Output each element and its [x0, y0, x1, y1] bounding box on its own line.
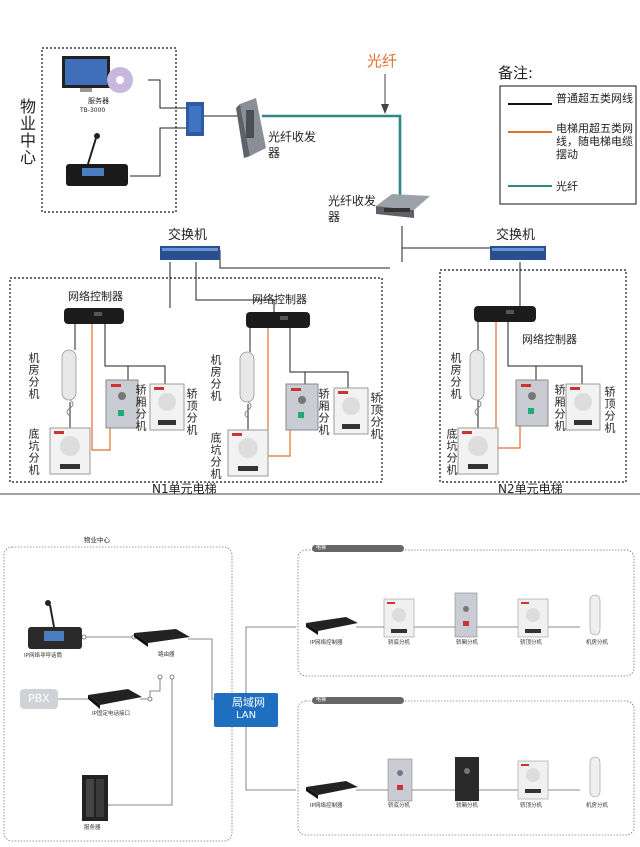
bottom-diagram — [3, 545, 635, 842]
n1b-cabin-ext-label: 轿厢分机 — [317, 388, 330, 436]
router-label: 路由器 — [158, 652, 175, 658]
switch-right-label: 交换机 — [496, 228, 536, 243]
transceiver-2-label: 光纤收发器 — [328, 194, 377, 224]
elevator-tag-2-bg — [312, 697, 404, 704]
controller-1-label: 网络控制器 — [68, 290, 123, 303]
center-switch-icon — [186, 102, 204, 136]
row1-ext-3: 轿顶分机 — [520, 640, 543, 646]
n2-pit-ext-label: 底坑分机 — [445, 428, 458, 476]
legend-title: 备注: — [498, 64, 534, 82]
row2-ext-4: 机房分机 — [586, 803, 609, 809]
server-icon — [62, 56, 133, 93]
controller-2-label: 网络控制器 — [252, 293, 307, 306]
n1a-roof-ext-label: 轿顶分机 — [185, 388, 198, 436]
cabin-panel-unit-icon — [387, 592, 479, 802]
speaker-unit-icon — [383, 598, 549, 800]
cabin-panel-icon — [105, 379, 549, 431]
ip-controller-1-icon — [306, 617, 358, 635]
n2-roof-ext-label: 轿顶分机 — [603, 386, 616, 434]
row1-ext-1: 轿底分机 — [388, 640, 411, 646]
top-diagram — [0, 47, 640, 495]
ip-controller-2-icon — [306, 781, 358, 799]
ip-paging-mic-icon — [28, 600, 82, 649]
elevator-box-2 — [297, 700, 635, 836]
n1b-roof-ext-label: 轿顶分机 — [369, 392, 382, 440]
lan-box — [214, 693, 278, 727]
transceiver-1-icon — [236, 98, 266, 158]
row2-ext-2: 轿厢分机 — [456, 803, 479, 809]
row2-ext-1: 轿底分机 — [388, 803, 411, 809]
controller-3-label: 网络控制器 — [522, 333, 577, 346]
n1b-machine-room-ext-label: 机房分机 — [209, 354, 222, 402]
legend-item-3: 光纤 — [556, 180, 578, 193]
server-label: 服务器 — [88, 97, 109, 105]
n1b-pit-ext-label: 底坑分机 — [209, 432, 222, 480]
ip-paging-label: IP网络寻呼话筒 — [24, 653, 62, 659]
handset-icon — [61, 349, 485, 403]
ip-ctrl-1-label: IP网络控制器 — [310, 640, 343, 646]
property-center-box — [41, 47, 177, 213]
controller-2-icon — [246, 312, 310, 328]
n2-label: N2单元电梯 — [498, 482, 563, 496]
server-bottom-label: 服务器 — [84, 825, 101, 831]
row1-ext-4: 机房分机 — [586, 640, 609, 646]
legend-item-2: 电梯用超五类网线，随电梯电缆摆动 — [556, 122, 633, 162]
router-icon — [134, 629, 190, 647]
row1-ext-2: 轿厢分机 — [456, 640, 479, 646]
ip-ctrl-2-label: IP网络控制器 — [310, 803, 343, 809]
lan-cn-label: 局域网 — [232, 696, 265, 709]
switch-left-icon — [160, 246, 220, 260]
switch-right-icon — [490, 246, 546, 260]
handset-unit-icon — [589, 594, 601, 798]
elevator-box-1 — [297, 549, 635, 677]
bottom-property-center-label: 物业中心 — [84, 536, 110, 544]
pbx-label: PBX — [28, 692, 50, 705]
n1a-cabin-ext-label: 轿厢分机 — [134, 384, 147, 432]
ip-phone-iface-label: IP固定电话接口 — [92, 711, 130, 717]
transceiver-1-label: 光纤收发器 — [268, 130, 317, 160]
switch-left-label: 交换机 — [168, 228, 208, 243]
legend-item-1: 普通超五类网线 — [556, 92, 633, 105]
server-tower-icon — [82, 775, 108, 821]
speaker-box-icon — [49, 383, 601, 477]
n2-box — [439, 269, 627, 483]
n1a-machine-room-ext-label: 机房分机 — [27, 352, 40, 400]
row2-ext-3: 轿顶分机 — [520, 803, 543, 809]
pbx-box — [20, 689, 58, 709]
paging-console-icon — [66, 133, 128, 186]
elevator-tag-2: 电梯 — [316, 697, 327, 703]
elevator-tag-1-bg — [312, 545, 404, 552]
property-center-label: 物业中心 — [17, 98, 36, 166]
controller-3-icon — [474, 306, 536, 322]
n2-cabin-ext-label: 轿厢分机 — [553, 384, 566, 432]
n1-label: N1单元电梯 — [152, 482, 217, 496]
elevator-tag-1: 电梯 — [316, 545, 327, 551]
legend-box — [499, 85, 637, 205]
n1a-pit-ext-label: 底坑分机 — [27, 428, 40, 476]
n2-machine-room-ext-label: 机房分机 — [449, 352, 462, 400]
optical-fiber-label: 光纤 — [367, 52, 398, 70]
lan-en-label: LAN — [236, 710, 257, 721]
controller-1-icon — [64, 308, 124, 324]
ip-phone-interface-icon — [88, 689, 142, 709]
server-model: TB-3000 — [80, 107, 106, 114]
transceiver-2-icon — [376, 194, 430, 218]
